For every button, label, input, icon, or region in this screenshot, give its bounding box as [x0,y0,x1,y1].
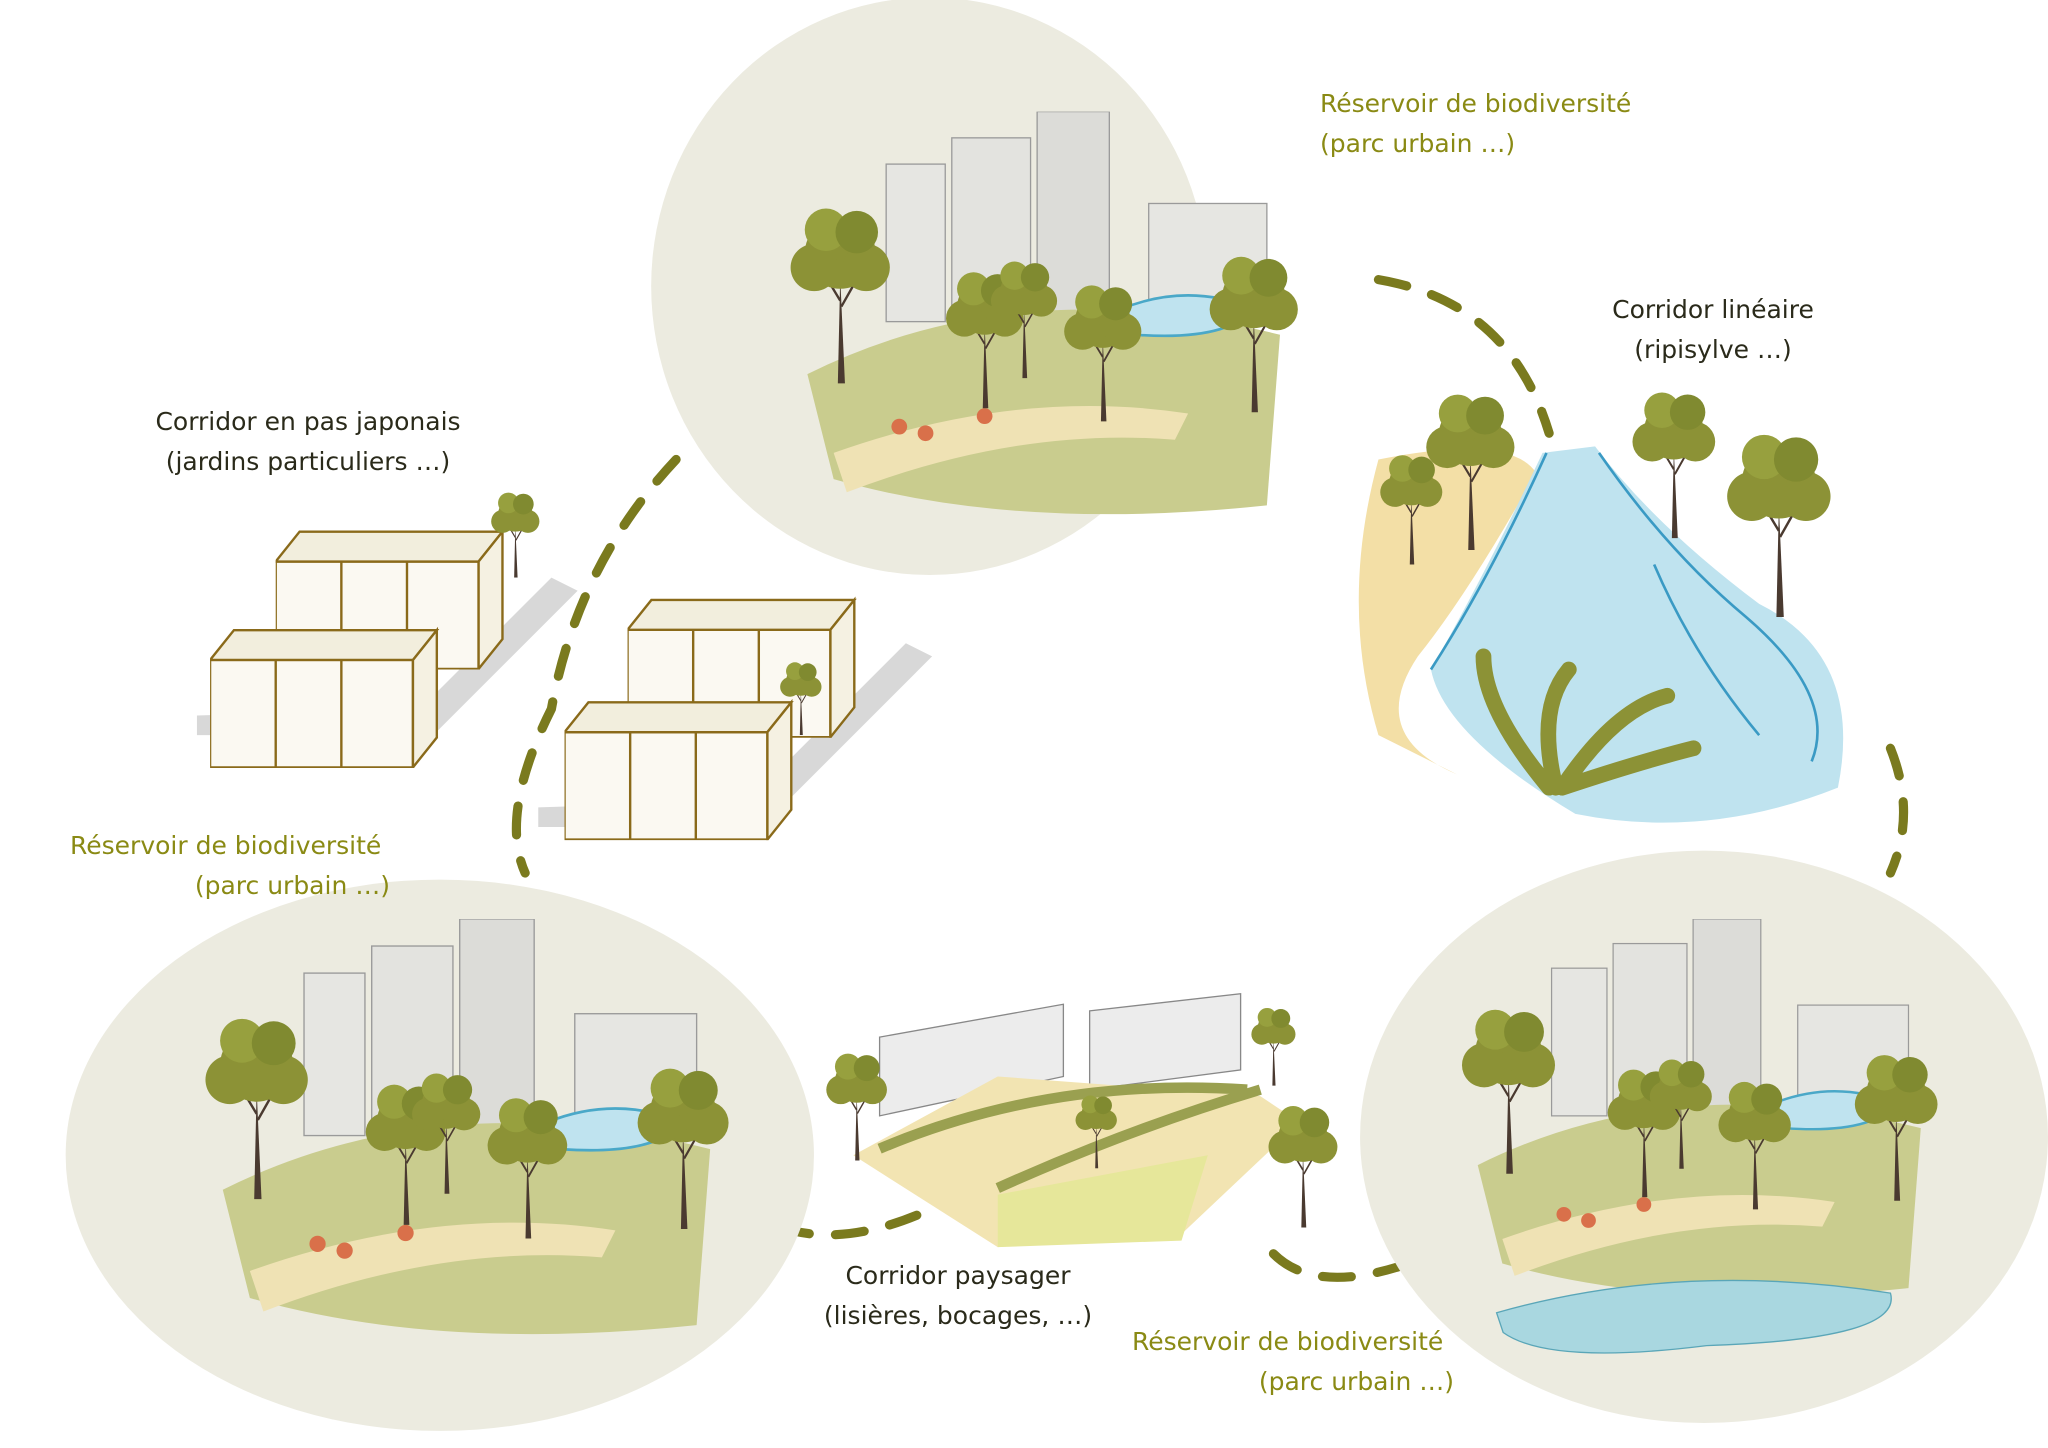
label-subtitle: (lisières, bocages, …) [823,1301,1093,1330]
label-reservoir-top: Réservoir de biodiversité (parc urbain …… [1320,84,1631,164]
label-subtitle: (parc urbain …) [194,871,390,900]
label-reservoir-bottom: Réservoir de biodiversité (parc urbain …… [1132,1322,1454,1402]
river-ripisylve [1358,391,1844,823]
landscape-corridor [825,993,1339,1248]
corridor-dashes [511,275,1909,1282]
label-subtitle: (jardins particuliers …) [165,447,451,476]
houses-jardins [196,492,933,841]
label-subtitle: (parc urbain …) [1258,1367,1454,1396]
label-title: Corridor linéaire [1612,295,1814,324]
park-reservoir-top [651,0,1298,575]
label-title: Réservoir de biodiversité [70,831,382,860]
label-corridor-lineaire: Corridor linéaire (ripisylve …) [1593,290,1833,370]
label-title: Corridor paysager [845,1261,1071,1290]
label-corridor-paysager: Corridor paysager (lisières, bocages, …) [818,1256,1098,1336]
park-reservoir-left [65,879,814,1431]
label-subtitle: (ripisylve …) [1634,335,1792,364]
label-title: Corridor en pas japonais [155,407,461,436]
label-subtitle: (parc urbain …) [1320,129,1516,158]
label-reservoir-left: Réservoir de biodiversité (parc urbain …… [70,826,390,906]
label-title: Réservoir de biodiversité [1132,1327,1444,1356]
label-corridor-japonais: Corridor en pas japonais (jardins partic… [138,402,478,482]
park-reservoir-bottom-right [1360,850,2048,1424]
label-title: Réservoir de biodiversité [1320,89,1632,118]
